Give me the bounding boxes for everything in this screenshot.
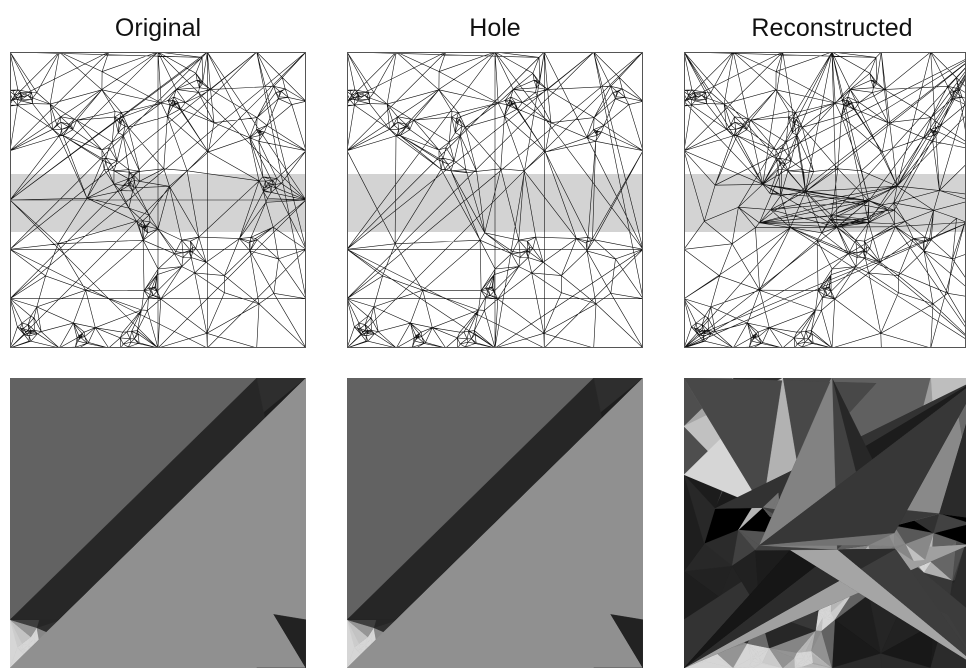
mesh-panel-hole: [347, 52, 643, 348]
density-field: [10, 378, 306, 668]
panel-frame: [10, 52, 306, 348]
density-panel-hole: [347, 378, 643, 668]
density-field: [684, 378, 966, 668]
triangulation-edges: [347, 52, 643, 348]
density-panel-original: [10, 378, 306, 668]
mesh-panel-reconstructed: [684, 52, 966, 348]
panel-frame: [347, 52, 643, 348]
column-title-original: Original: [114, 14, 202, 42]
column-title-reconstructed: Reconstructed: [751, 14, 913, 42]
triangulation-edges: [10, 52, 306, 348]
triangulation-edges: [684, 52, 966, 348]
hole-region: [684, 174, 966, 232]
density-panel-reconstructed: [684, 378, 966, 668]
mesh-panel-original: [10, 52, 306, 348]
column-title-hole: Hole: [469, 14, 521, 42]
density-field: [347, 378, 643, 668]
